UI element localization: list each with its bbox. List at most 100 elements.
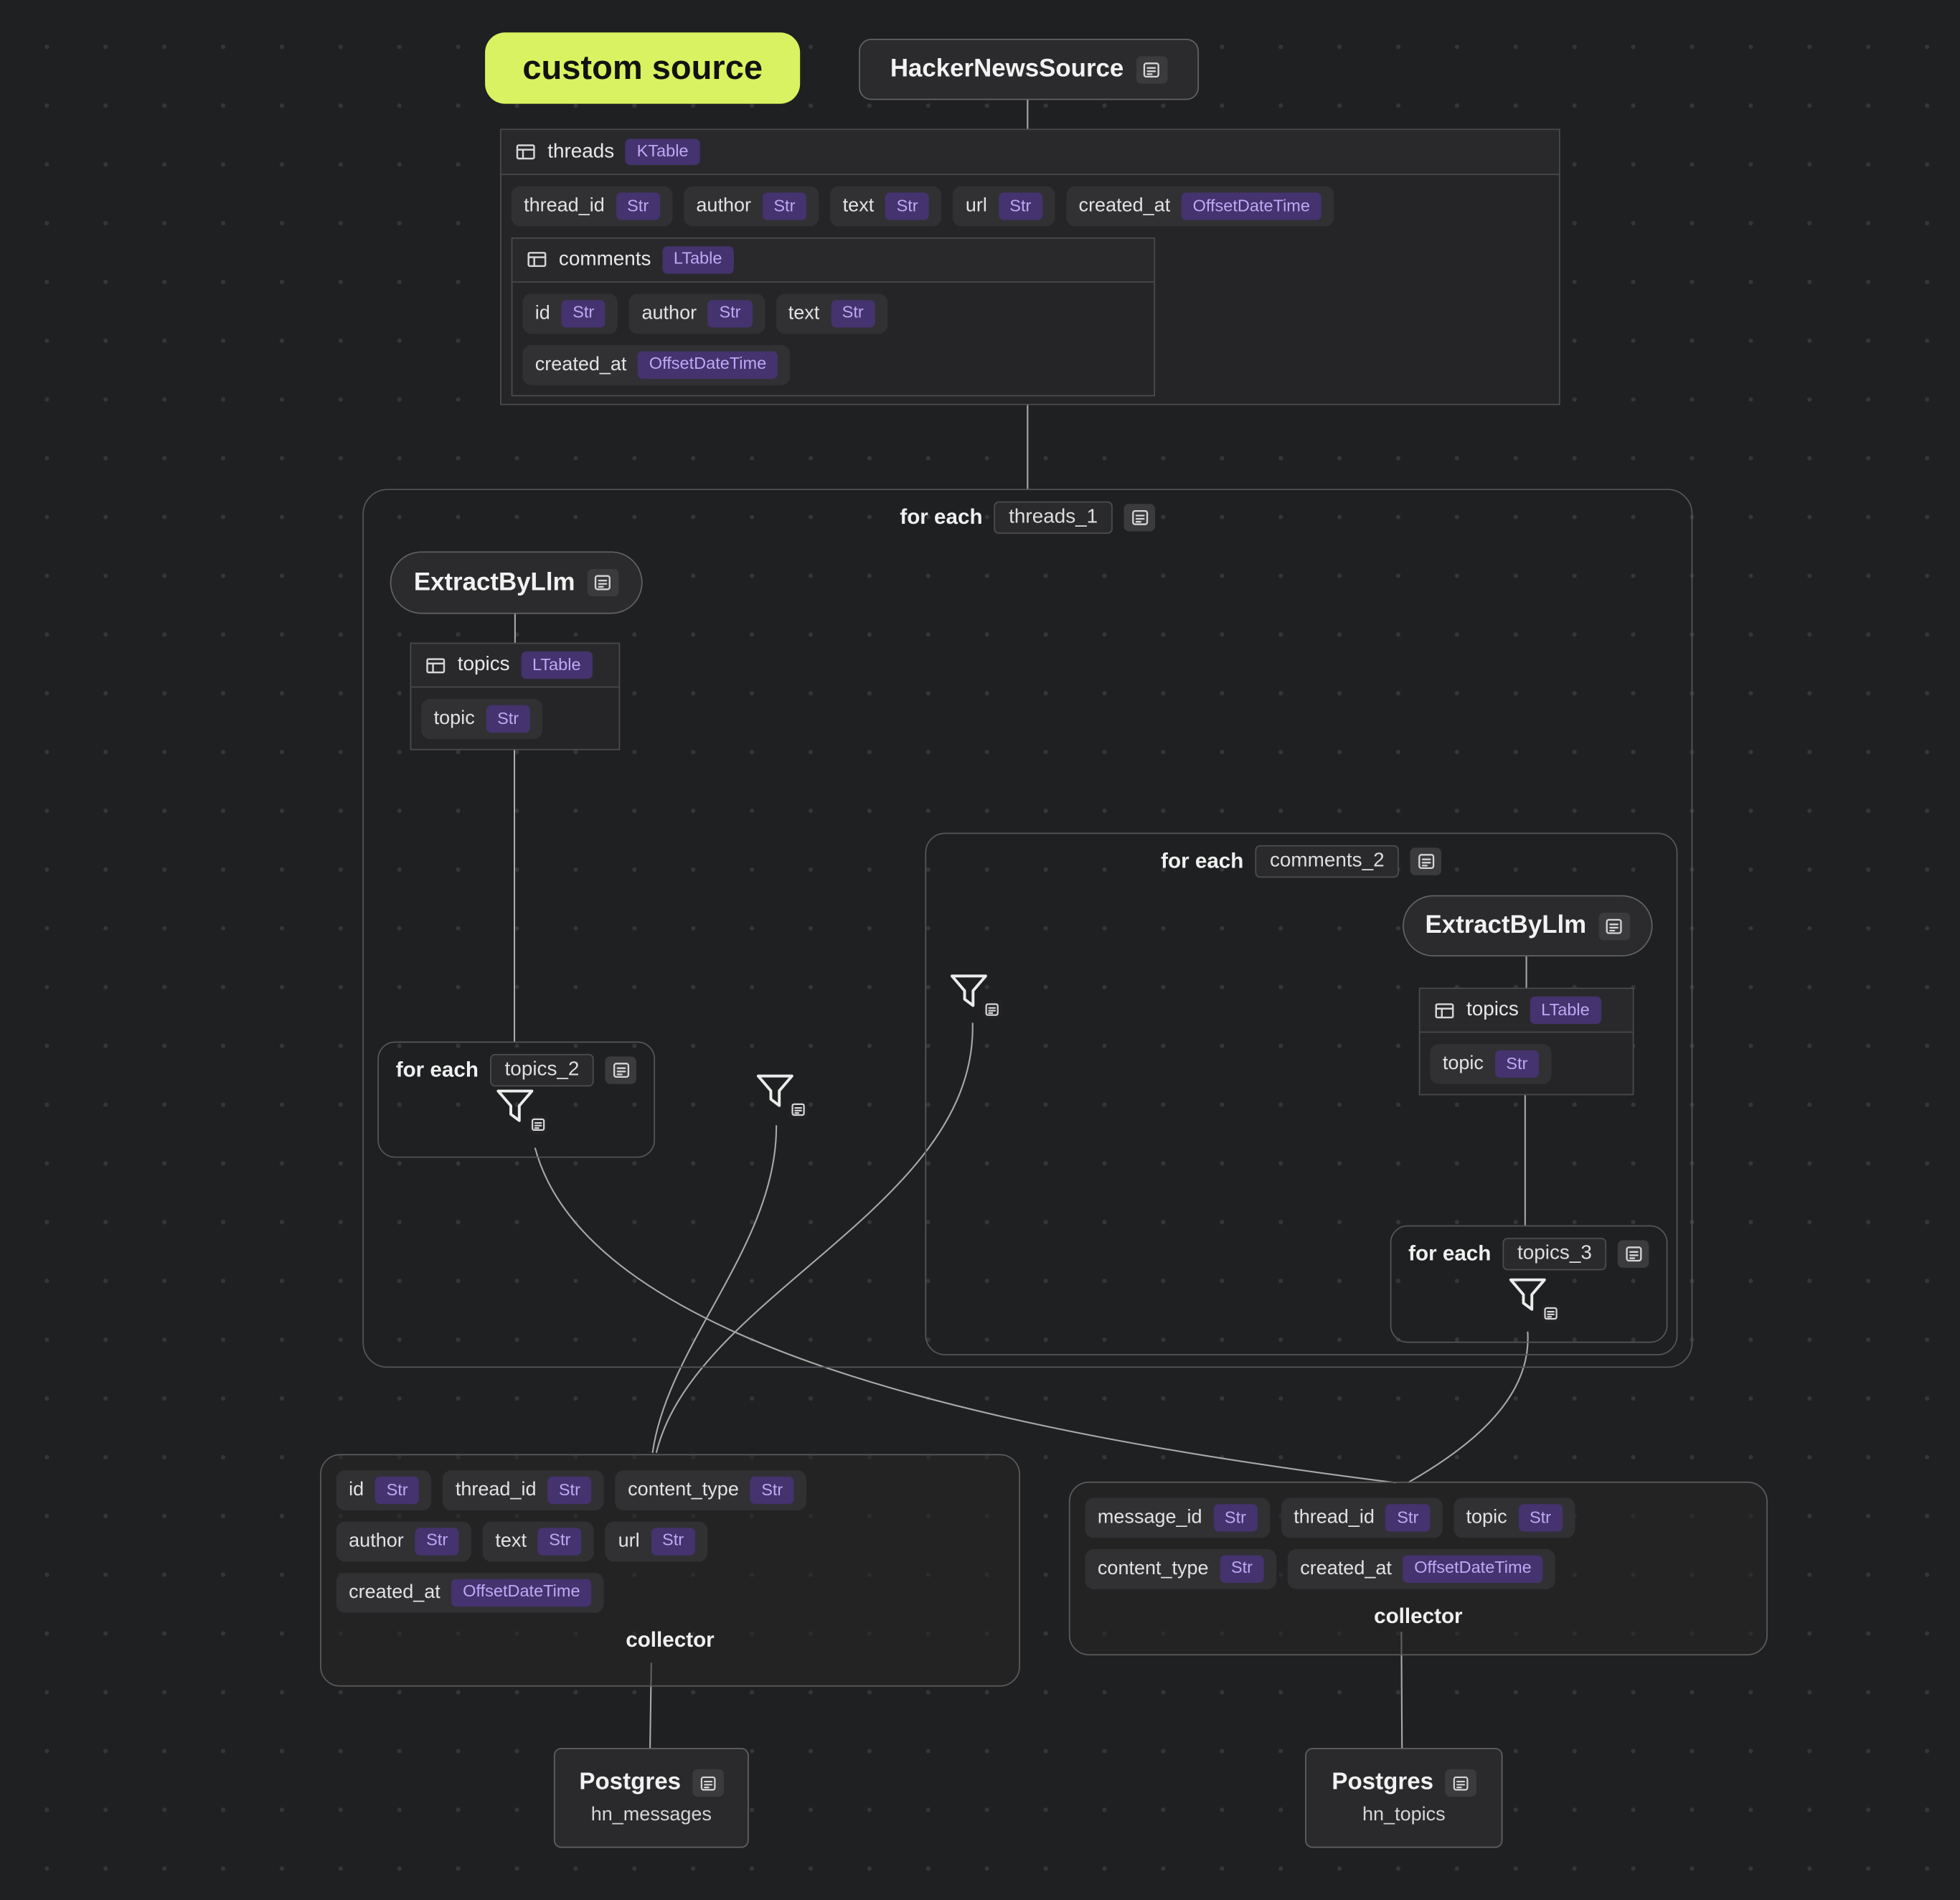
hackernews-source-node[interactable]: HackerNewsSource [859, 39, 1200, 100]
table-kind-badge: LTable [521, 651, 593, 679]
foreach-label: for each [900, 504, 983, 530]
collect-details-button[interactable] [1541, 1304, 1560, 1323]
postgres-title: Postgres [1332, 1769, 1434, 1796]
extract-node-title: ExtractByLlm [1425, 911, 1587, 939]
connector-topics2-collector-topics [534, 1147, 1397, 1484]
scope-details-button[interactable] [1123, 504, 1156, 532]
collector-label: collector [626, 1627, 715, 1652]
scope-details-button[interactable] [1618, 1240, 1649, 1268]
foreach-topics2-header: for each topics_2 [379, 1053, 654, 1087]
foreach-threads-header: for each threads_1 [364, 501, 1692, 535]
postgres-topics-node[interactable]: Postgres hn_topics [1305, 1748, 1503, 1848]
postgres-title-row: Postgres [1332, 1769, 1476, 1797]
scope-details-button[interactable] [605, 1056, 637, 1084]
collector-label: collector [1374, 1604, 1463, 1628]
funnel-icon [950, 974, 987, 1007]
node-details-button[interactable] [1598, 912, 1631, 940]
postgres-title-row: Postgres [579, 1769, 724, 1797]
connector-topics3-collector-topics [1407, 1331, 1529, 1484]
foreach-label: for each [395, 1058, 479, 1082]
postgres-table-name: hn_messages [590, 1804, 712, 1826]
node-details-button[interactable] [692, 1769, 724, 1797]
collect-details-button[interactable] [788, 1100, 808, 1119]
threads-table-header: threads KTable [501, 130, 1559, 175]
collect-funnel-icon[interactable] [946, 969, 1002, 1020]
extract-by-llm-node[interactable]: ExtractByLlm [1403, 895, 1653, 957]
foreach-comments-header: for each comments_2 [926, 845, 1676, 878]
table-kind-badge: LTable [662, 246, 734, 274]
table-icon [516, 144, 535, 160]
table-name: topics [457, 654, 510, 675]
document-icon [985, 1003, 999, 1016]
table-kind-badge: LTable [1530, 996, 1601, 1024]
table-name: topics [1466, 999, 1519, 1020]
comments-table-header: comments LTable [512, 238, 1154, 283]
node-details-button[interactable] [1136, 55, 1168, 83]
postgres-messages-node[interactable]: Postgres hn_messages [553, 1748, 749, 1848]
table-name: threads [547, 141, 615, 162]
topics-table-header: topics LTable [411, 644, 619, 688]
document-icon [1131, 509, 1148, 525]
foreach-topics3-scope: for each topics_3 [1390, 1225, 1668, 1343]
collect-details-button[interactable] [529, 1115, 548, 1134]
postgres-table-name: hn_topics [1362, 1804, 1446, 1826]
collect-funnel-icon[interactable] [1505, 1273, 1560, 1323]
document-icon [1144, 62, 1160, 77]
table-kind-badge: KTable [625, 138, 700, 166]
connector-thread-collect-collector-messages [651, 1125, 778, 1453]
foreach-threads-scope: for each threads_1 [362, 489, 1693, 1368]
collect-funnel-icon[interactable] [493, 1084, 548, 1134]
node-details-button[interactable] [587, 568, 619, 597]
collect-funnel-icon[interactable] [753, 1069, 808, 1119]
node-details-button[interactable] [1444, 1769, 1476, 1797]
postgres-title: Postgres [579, 1769, 682, 1796]
document-icon [1544, 1307, 1558, 1320]
table-icon [426, 657, 446, 673]
scope-details-button[interactable] [1410, 847, 1442, 875]
custom-source-label: custom source [522, 48, 763, 87]
scope-name-chip: topics_2 [489, 1053, 595, 1087]
extract-by-llm-node[interactable]: ExtractByLlm [390, 551, 643, 614]
document-icon [1453, 1776, 1468, 1790]
collect-details-button[interactable] [982, 1000, 1002, 1020]
document-icon [791, 1103, 805, 1116]
funnel-icon [1509, 1278, 1546, 1311]
foreach-label: for each [1408, 1241, 1492, 1266]
document-icon [1606, 918, 1623, 933]
extract-node-title: ExtractByLlm [413, 568, 575, 596]
document-icon [1626, 1246, 1642, 1262]
table-icon [527, 252, 547, 268]
